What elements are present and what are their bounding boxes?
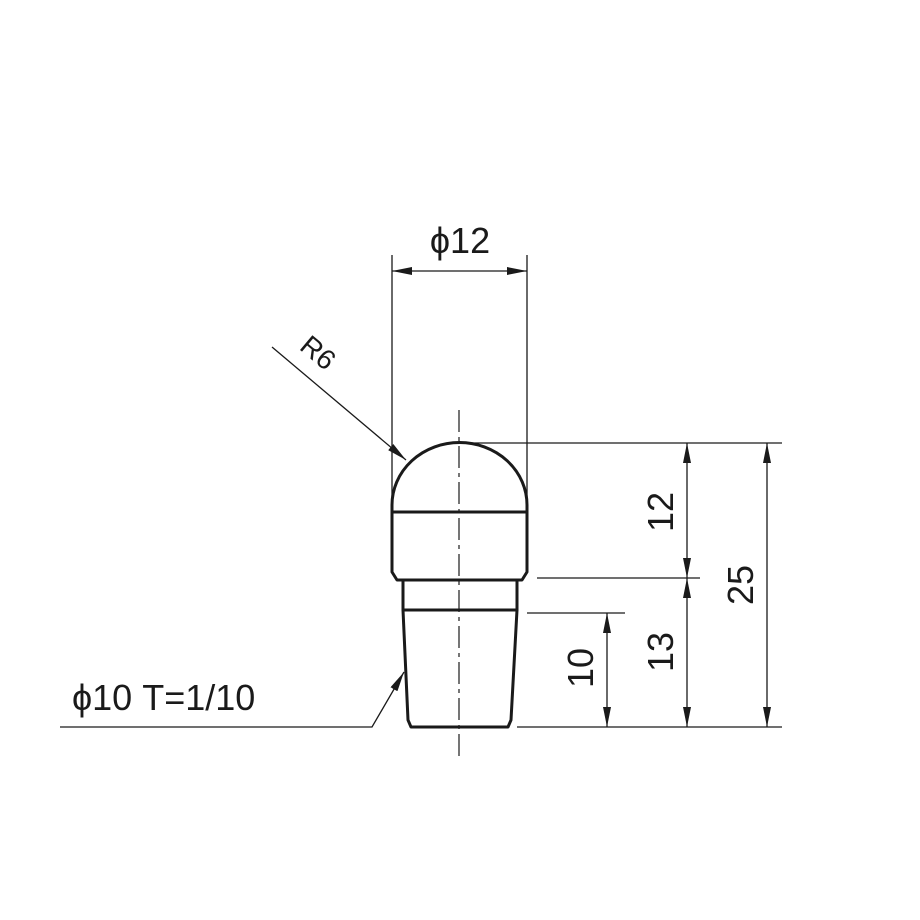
total-height-label: 25 — [720, 565, 761, 605]
dimension-head-height: 12 — [640, 443, 691, 578]
dimension-total-height: 25 — [720, 443, 771, 727]
head-height-label: 12 — [640, 492, 681, 532]
dimension-taper-length: 10 — [560, 613, 611, 727]
dimension-head-diameter: ϕ12 — [391, 220, 528, 500]
collar — [390, 510, 529, 582]
head-diameter-label: ϕ12 — [430, 220, 490, 261]
dimension-head-radius: R6 — [271, 329, 407, 461]
dimension-taper-spec: ϕ10 T=1/10 — [60, 671, 405, 728]
taper-length-label: 10 — [560, 648, 601, 688]
tapered-shank — [401, 608, 519, 729]
dimension-shank-height: 13 — [640, 578, 691, 727]
head-radius-label: R6 — [294, 329, 341, 376]
shank-height-label: 13 — [640, 632, 681, 672]
dome-head — [390, 441, 529, 514]
part-outline — [390, 441, 529, 729]
extension-lines — [470, 442, 782, 728]
taper-spec-label: ϕ10 T=1/10 — [72, 677, 255, 718]
neck — [401, 578, 519, 612]
